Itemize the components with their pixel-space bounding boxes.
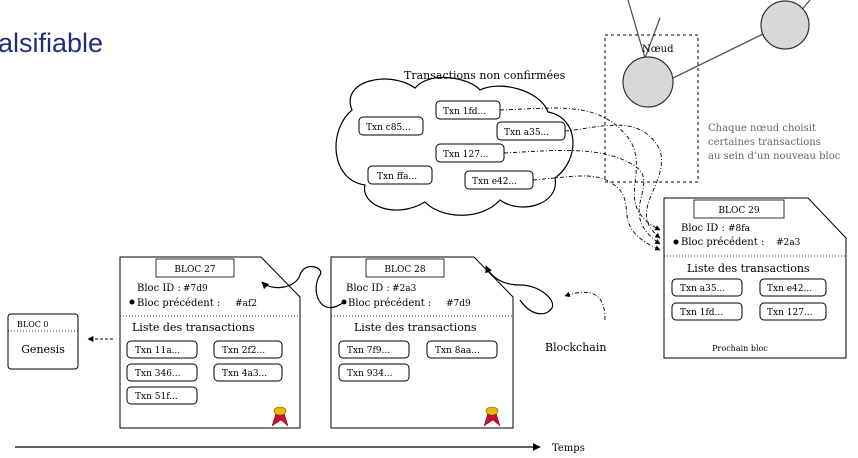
annotation-line-2: certaines transactions [708, 137, 821, 148]
node-circle [622, 56, 674, 108]
block-27-txn [213, 340, 283, 359]
network: Nœud [604, 0, 811, 183]
block-28-id-label: Bloc ID : [346, 283, 390, 294]
selection-arrows [499, 107, 662, 251]
mempool-txn-c85-label: Txn c85... [366, 123, 411, 133]
chain-links [261, 265, 554, 315]
mempool-txn-ffa-label: Txn ffa... [377, 172, 417, 182]
block-29-txn [759, 302, 827, 321]
annotation-line-3: au sein d’un nouveau bloc [708, 151, 841, 162]
time-axis-label: Temps [552, 443, 585, 454]
mempool-txn-127-label: Txn 127... [443, 150, 489, 160]
block-28-txn-label: Txn 7f9... [347, 346, 390, 356]
block-29-txn [671, 278, 743, 297]
block-29-txn [759, 278, 827, 297]
block-27-txn-label: Txn 2f2... [222, 346, 265, 356]
block-28-id-value: #2a3 [392, 284, 417, 294]
link-next-to-28 [485, 265, 554, 315]
block-27-txn-label: Txn 11a... [135, 346, 180, 356]
block-29: BLOC 29 Bloc ID : #8fa Bloc précédent : … [663, 197, 847, 359]
node-label: Nœud [642, 44, 674, 55]
block-29-prev-label: Bloc précédent : [681, 237, 764, 248]
block-27-txn-label: Txn 51f... [135, 392, 178, 402]
block-28-prev-label: Bloc précédent : [348, 298, 431, 309]
block-29-id-value: #8fa [728, 224, 751, 234]
slide-title: alsifiable [0, 28, 103, 58]
block-0-body: Genesis [21, 343, 65, 356]
mempool-txn-a35-label: Txn a35... [504, 128, 549, 138]
block-27-txn-label: Txn 4a3... [222, 369, 267, 379]
link-28-to-27 [261, 265, 345, 309]
block-29-txn-label: Txn 1fd... [680, 308, 723, 318]
block-27-id-label: Bloc ID : [137, 283, 181, 294]
seal-icon [483, 406, 501, 427]
block-28-list-title: Liste des transactions [354, 321, 477, 334]
block-0: BLOC 0 Genesis [7, 313, 79, 370]
block-28-txn [426, 340, 498, 359]
block-28-header [365, 258, 445, 278]
node-annotation: Chaque nœud choisit certaines transactio… [708, 123, 841, 162]
block-29-header [693, 199, 785, 219]
annotation-line-1: Chaque nœud choisit [708, 123, 816, 134]
block-29-prev-dot [673, 239, 679, 245]
block-0-title: BLOC 0 [17, 320, 49, 329]
block-27-txn [126, 363, 198, 382]
block-29-txn-label: Txn a35... [680, 284, 725, 294]
block-29-txn [671, 302, 743, 321]
block-28-txn-label: Txn 8aa... [435, 346, 480, 356]
mempool-cloud: Transactions non confirmées Txn c85... T… [335, 69, 574, 216]
block-28-txn [338, 340, 410, 359]
block-29-txn-label: Txn 127... [767, 308, 813, 318]
block-29-title: BLOC 29 [718, 206, 759, 216]
mempool-txn-ffa [367, 165, 433, 185]
block-27-header [155, 258, 235, 278]
mempool-txn-e42-label: Txn e42... [472, 177, 517, 187]
block-29-prev-value: #2a3 [776, 238, 801, 248]
block-28-txn [338, 363, 410, 382]
blockchain-pointer [564, 291, 606, 321]
block-27-prev-dot [129, 299, 135, 305]
block-27-prev-value: #af2 [235, 299, 257, 309]
block-29-id-label: Bloc ID : [681, 223, 725, 234]
mempool-title: Transactions non confirmées [404, 69, 566, 82]
block-29-txn-label: Txn e42... [767, 284, 812, 294]
block-28-txn-label: Txn 934... [347, 369, 393, 379]
block-27-list-title: Liste des transactions [132, 321, 255, 334]
block-28: BLOC 28 Bloc ID : #2a3 Bloc précédent : … [330, 256, 514, 429]
block-27-txn [213, 363, 283, 382]
peer-node [760, 0, 810, 50]
block-29-list-title: Liste des transactions [687, 262, 810, 275]
blockchain-label: Blockchain [545, 341, 606, 354]
block-27-txn [126, 340, 198, 359]
block-27: BLOC 27 Bloc ID : #7d9 Bloc précédent : … [119, 256, 301, 429]
block-27-txn-label: Txn 346... [135, 369, 181, 379]
block-27-title: BLOC 27 [174, 265, 215, 275]
block-29-footer: Prochain bloc [712, 344, 768, 353]
block-27-txn [126, 386, 198, 405]
seal-icon [271, 406, 289, 427]
block-27-prev-label: Bloc précédent : [137, 298, 220, 309]
block-27-id-value: #7d9 [183, 284, 208, 294]
mempool-txn-c85 [358, 116, 424, 136]
block-28-prev-value: #7d9 [446, 299, 471, 309]
mempool-txn-1fd-label: Txn 1fd... [443, 107, 486, 117]
block-28-title: BLOC 28 [384, 265, 425, 275]
